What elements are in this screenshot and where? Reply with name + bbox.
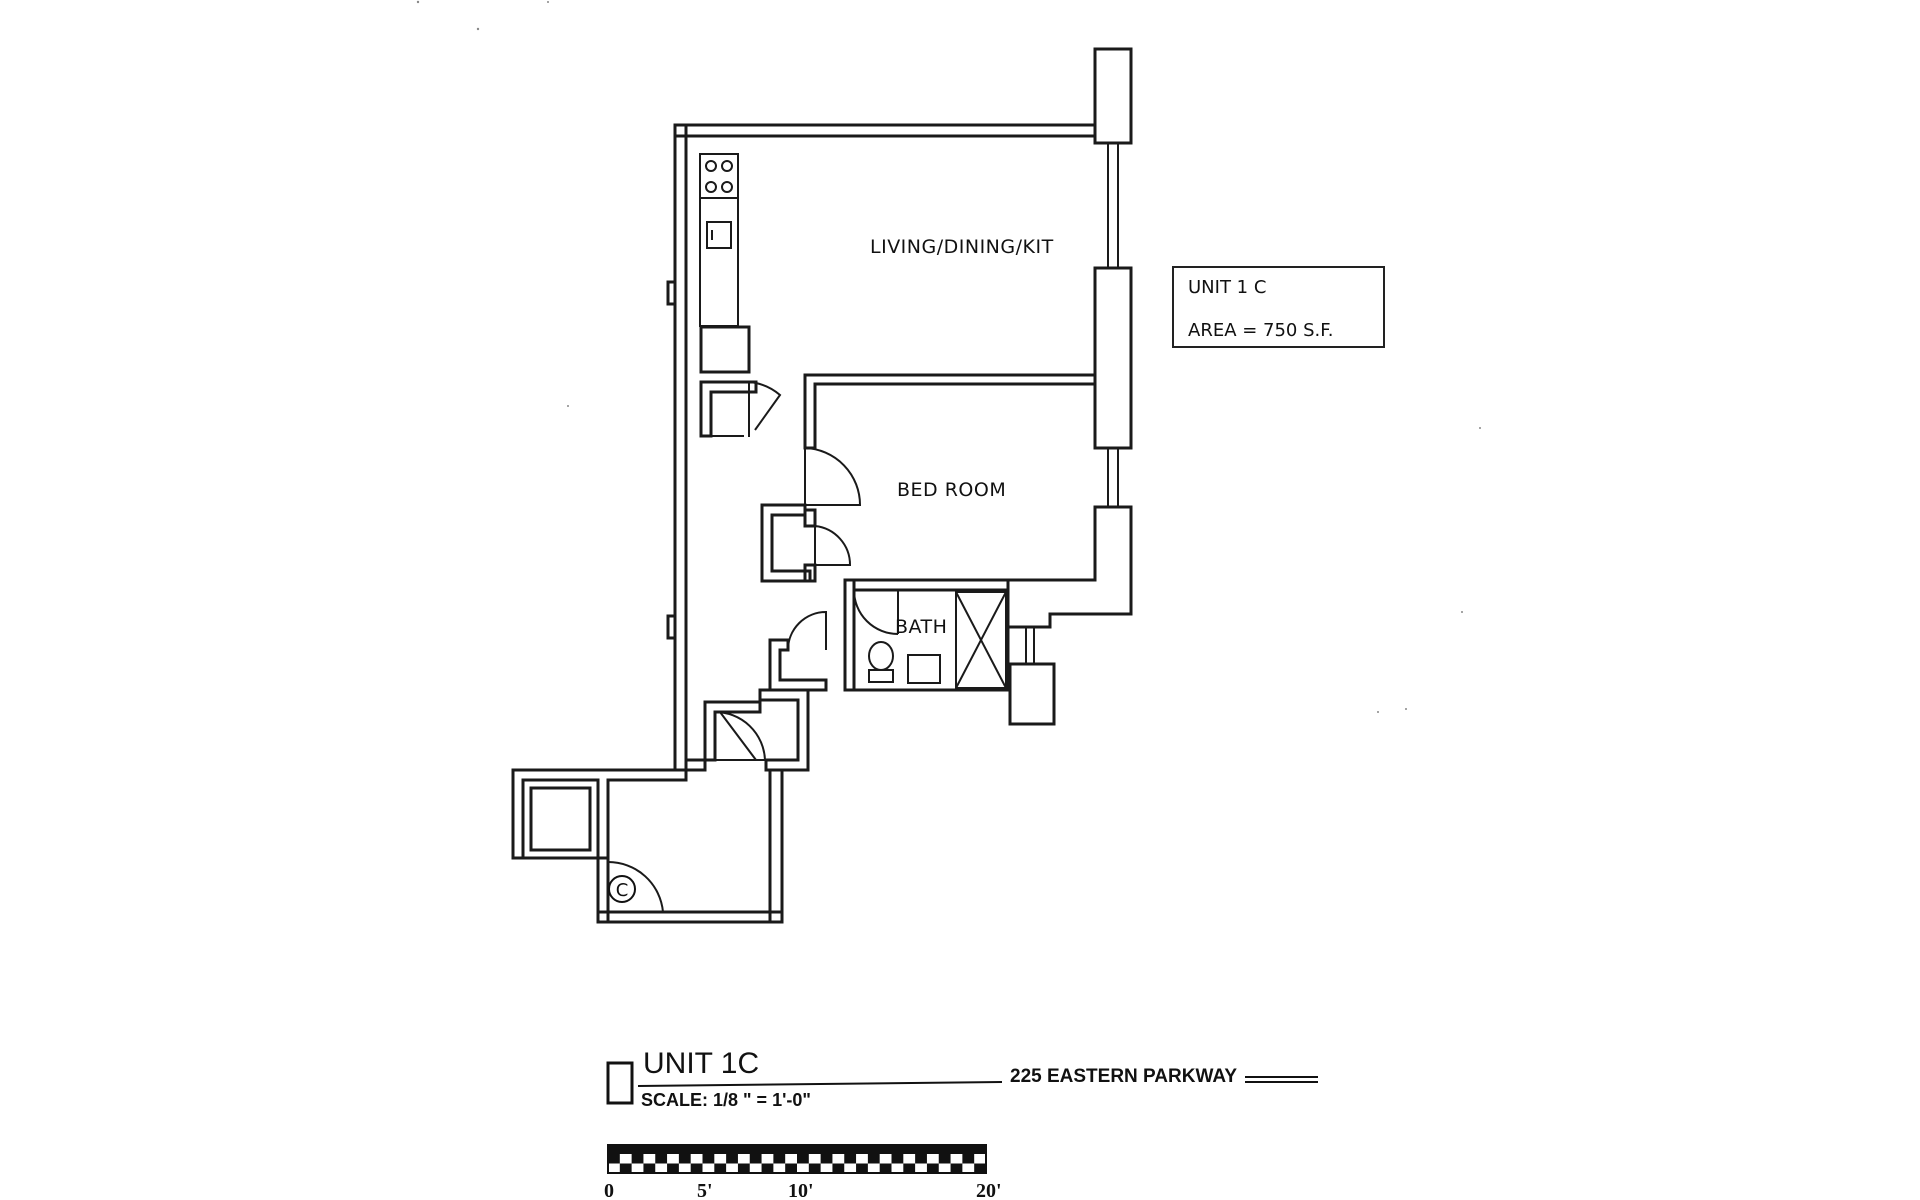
kitchen-fixtures bbox=[699, 153, 739, 327]
scale-bar-cell bbox=[619, 1163, 632, 1173]
scale-bar-cell bbox=[926, 1163, 939, 1173]
scale-bar-cell bbox=[903, 1163, 916, 1173]
scale-bar-cell bbox=[974, 1163, 986, 1173]
title-scale: SCALE: 1/8 " = 1'-0" bbox=[641, 1090, 811, 1110]
scale-bar-cell bbox=[643, 1163, 656, 1173]
scale-bar-cell bbox=[690, 1163, 703, 1173]
scale-bar-cell bbox=[856, 1163, 868, 1173]
scale-label-20: 20' bbox=[976, 1180, 1002, 1200]
scale-bar-cell bbox=[962, 1154, 975, 1164]
info-unit-label: UNIT 1 C bbox=[1188, 277, 1266, 298]
doors bbox=[607, 381, 899, 913]
scale-bar-cell bbox=[915, 1154, 927, 1164]
closet-symbol: C bbox=[608, 875, 636, 903]
interior-walls bbox=[511, 325, 1097, 924]
scale-bar-cell bbox=[867, 1154, 880, 1164]
info-area-label: AREA = 750 S.F. bbox=[1188, 320, 1333, 341]
title-address: 225 EASTERN PARKWAY bbox=[1010, 1066, 1237, 1087]
room-label-bath: BATH bbox=[895, 616, 947, 638]
scale-bar-cell bbox=[631, 1154, 644, 1164]
scale-bar-cell bbox=[726, 1154, 738, 1164]
scale-bar-cell bbox=[879, 1163, 892, 1173]
scale-label-0: 0 bbox=[604, 1180, 614, 1200]
title-unit: UNIT 1C bbox=[643, 1047, 759, 1080]
scale-bar-cell bbox=[950, 1163, 963, 1173]
scale-bar-cell bbox=[773, 1154, 786, 1164]
scale-label-5: 5' bbox=[697, 1180, 713, 1200]
scan-specks bbox=[416, 0, 1481, 713]
scale-bar-cell bbox=[844, 1154, 857, 1164]
scale-bar-cell bbox=[749, 1154, 762, 1164]
scale-bar-cell bbox=[785, 1163, 797, 1173]
scale-bar-cell bbox=[714, 1163, 727, 1173]
room-label-bedroom: BED ROOM bbox=[897, 479, 1006, 501]
unit-info-box: UNIT 1 C AREA = 750 S.F. bbox=[1172, 266, 1385, 348]
room-label-living: LIVING/DINING/KIT bbox=[870, 236, 1054, 258]
scale-bar-cell bbox=[702, 1154, 715, 1164]
scale-bar-cell bbox=[678, 1154, 691, 1164]
bath-fixtures bbox=[868, 641, 941, 684]
exterior-walls bbox=[666, 47, 1133, 772]
scale-bar-cell bbox=[667, 1163, 679, 1173]
scale-bar-cell bbox=[832, 1163, 845, 1173]
scale-bar-cell bbox=[938, 1154, 951, 1164]
scale-bar-cell bbox=[891, 1154, 904, 1164]
scale-bar-cell bbox=[655, 1154, 668, 1164]
scale-label-10: 10' bbox=[788, 1180, 814, 1200]
scale-bar-cell bbox=[820, 1154, 833, 1164]
scale-bar-cell bbox=[761, 1163, 774, 1173]
scale-bar: 0 5' 10' 20' bbox=[604, 1144, 1002, 1200]
scale-bar-cell bbox=[608, 1154, 620, 1164]
scale-bar-cell bbox=[737, 1163, 750, 1173]
closet-symbol-letter: C bbox=[616, 880, 629, 901]
title-block: UNIT 1C SCALE: 1/8 " = 1'-0" 225 EASTERN… bbox=[606, 1047, 1318, 1110]
scale-bar-cell bbox=[797, 1154, 809, 1164]
scale-bar-cell bbox=[808, 1163, 821, 1173]
